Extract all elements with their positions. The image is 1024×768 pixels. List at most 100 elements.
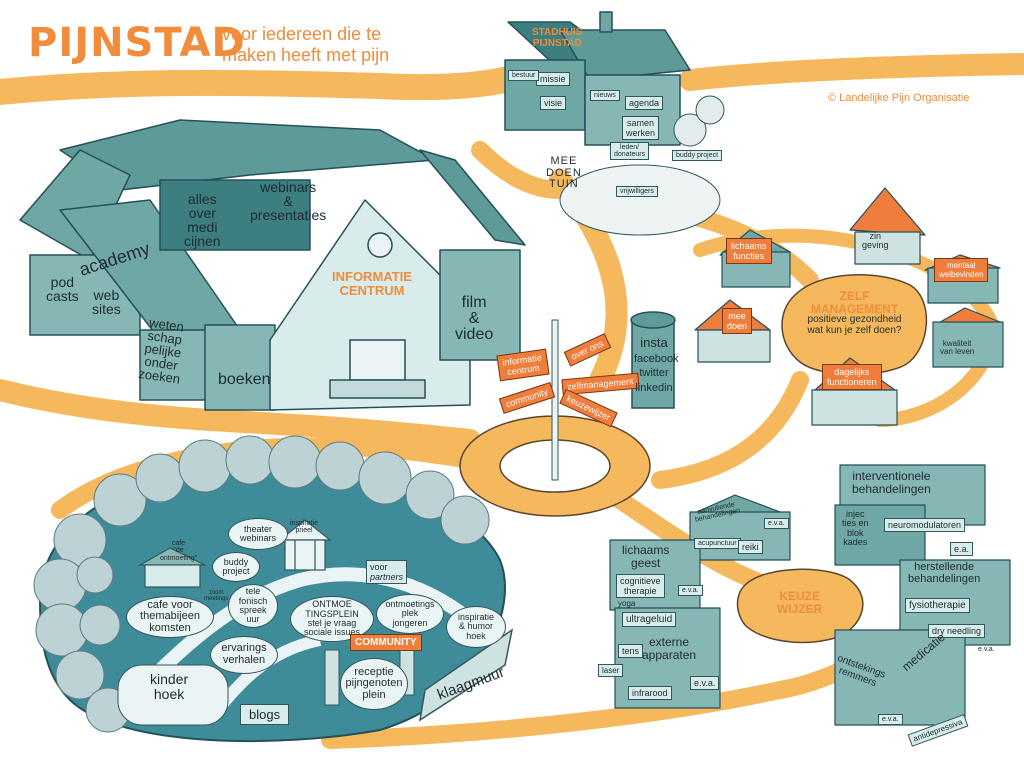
keuze-medicatie-eva[interactable]: e.v.a.: [878, 714, 903, 725]
stadhuis-agenda[interactable]: agenda: [625, 96, 664, 110]
zelf-kwaliteit-2: van leven: [940, 347, 975, 357]
info-courtyard: [159, 179, 311, 251]
park-receptie-2: pijngenoten: [345, 677, 403, 690]
stadhuis-title[interactable]: STADHUIS PIJNSTAD: [532, 27, 582, 49]
info-websites[interactable]: web sites: [92, 288, 121, 316]
keuze-yoga[interactable]: yoga: [618, 599, 636, 608]
park-kinderhoek[interactable]: kinder hoek: [150, 672, 188, 701]
zelf-hub: [781, 274, 928, 376]
keuze-injecties[interactable]: injec ties en blok kades: [842, 509, 869, 548]
keuze-interventionele-ea[interactable]: e.a.: [950, 542, 974, 556]
park-cafethema-1: cafe voor: [147, 598, 193, 611]
stadhuis-bestuur[interactable]: bestuur: [508, 70, 540, 81]
park-cafethema-2: themabijeen: [140, 610, 200, 623]
stadhuis-nieuws[interactable]: nieuws: [590, 90, 620, 101]
map-title: PIJNSTAD: [28, 20, 246, 66]
tuin-vrijwilligers[interactable]: vrijwilligers: [616, 186, 658, 197]
keuze-tens[interactable]: tens: [618, 644, 644, 658]
zelf-dagelijks-functioneren[interactable]: dagelijks functioneren: [822, 364, 882, 390]
info-websites-1: web: [93, 287, 120, 303]
keuze-herstellende[interactable]: herstellende behandelingen: [908, 561, 980, 585]
info-film-video[interactable]: film & video: [455, 295, 493, 343]
social-insta[interactable]: insta: [640, 335, 668, 350]
tuin-area: [559, 95, 725, 236]
zelf-meedoen-1: mee: [728, 311, 746, 321]
park-voor-partners[interactable]: voor partners: [366, 560, 408, 584]
info-podcasts[interactable]: pod casts: [46, 275, 79, 303]
info-boeken[interactable]: boeken: [218, 371, 271, 388]
zelf-lichaamsfuncties[interactable]: lichaams functies: [726, 238, 772, 264]
zelf-management-hub-label[interactable]: ZELF MANAGEMENT positieve gezondheid wat…: [792, 290, 917, 336]
info-alles-medicijnen[interactable]: alles over medi cijnen: [184, 192, 221, 248]
keuze-herstellende-eva[interactable]: e.v.a.: [978, 646, 995, 653]
info-centrum-title[interactable]: INFORMATIE CENTRUM: [332, 270, 412, 297]
park-zoom-meetings[interactable]: zoom meetings: [204, 590, 228, 603]
park-humor-3: hoek: [466, 630, 486, 641]
keuze-laser[interactable]: laser: [598, 664, 624, 677]
park-tele-1: tele: [245, 586, 261, 597]
zelf-zingeving[interactable]: zin geving: [862, 231, 889, 251]
keuze-dry-needling[interactable]: dry needling: [928, 624, 986, 638]
stadhuis-samenwerken[interactable]: samen werken: [622, 116, 660, 140]
prieel: [278, 519, 332, 571]
info-film-1: film: [461, 294, 487, 311]
keuze-injecties-3: blok: [847, 527, 864, 538]
tuin-leden-2: donateurs: [614, 151, 646, 158]
zelf-kwaliteit-van-leven[interactable]: kwaliteit van leven: [940, 339, 975, 357]
park-community-sign[interactable]: COMMUNITY: [350, 634, 422, 651]
park-receptie-1: receptie: [354, 665, 394, 678]
social-linkedin[interactable]: linkedin: [635, 382, 673, 395]
park-blogs[interactable]: blogs: [240, 704, 290, 725]
park-inspiratie-2: prieel: [295, 527, 313, 535]
stadhuis-title-2: PIJNSTAD: [532, 37, 582, 49]
tuin-leden[interactable]: leden/ donateurs: [610, 142, 650, 160]
keuze-injecties-1: injec: [846, 509, 865, 519]
keuze-interventionele[interactable]: interventionele behandelingen: [852, 470, 931, 495]
park-cafe-themabijeenkomsten[interactable]: cafe voor themabijeen komsten: [126, 596, 214, 638]
keuze-lichaamsgeest-eva[interactable]: e.v.a.: [678, 585, 703, 596]
keuze-reiki[interactable]: reiki: [738, 540, 763, 554]
info-wetenschap[interactable]: weten schap pelijke onder zoeken: [138, 315, 189, 387]
keuze-externe-apparaten[interactable]: externe apparaten: [642, 636, 696, 661]
park-inspiratie-humor-hoek[interactable]: inspiratie & humor hoek: [446, 606, 506, 648]
map-subtitle-line1: voor iedereen die te: [222, 24, 382, 44]
map-subtitle: voor iedereen die te maken heeft met pij…: [222, 24, 389, 65]
tuin-buddy[interactable]: buddy project: [672, 150, 723, 161]
info-webinars-3: presentaties: [250, 207, 327, 223]
park-receptie-pijngenotenplein[interactable]: receptie pijngenoten plein: [340, 658, 408, 710]
zelf-mentaal-2: welbevinden: [939, 270, 984, 279]
social-twitter[interactable]: twitter: [639, 367, 669, 380]
info-title-1: INFORMATIE: [332, 269, 412, 284]
stadhuis-visie[interactable]: visie: [540, 96, 567, 110]
park-telefonisch-spreekuur[interactable]: tele fonisch spreek uur: [228, 584, 278, 628]
keuze-fysiotherapie[interactable]: fysiotherapie: [905, 598, 970, 613]
keuze-externe-eva[interactable]: e.v.a.: [690, 676, 720, 690]
keuze-ultrageluid[interactable]: ultrageluid: [622, 612, 677, 627]
park-inspiratie-prieel[interactable]: inspiratie prieel: [290, 520, 318, 535]
keuze-infrarood[interactable]: infrarood: [628, 686, 672, 700]
park-ervarings-2: verhalen: [222, 654, 266, 666]
park-voor-1: voor: [370, 562, 388, 572]
social-facebook[interactable]: facebook: [634, 352, 679, 365]
keuze-cognitieve[interactable]: cognitieve therapie: [616, 574, 665, 598]
keuze-neuromodulatoren[interactable]: neuromodulatoren: [884, 518, 966, 532]
park-ontmoetingsplek-jongeren[interactable]: ontmoetings plek jongeren: [376, 594, 444, 634]
keuze-wijzer-hub-label[interactable]: KEUZE WIJZER: [777, 590, 822, 615]
info-webinars[interactable]: webinars & presentaties: [250, 180, 326, 222]
park-cafe-2: "de: [173, 547, 184, 555]
keuze-aanvullende-eva[interactable]: e.v.a.: [764, 518, 789, 529]
keuze-lichaamsgeest[interactable]: lichaams geest: [622, 544, 669, 569]
keuze-acupunctuur[interactable]: acupunctuur: [694, 538, 741, 549]
park-cafe-ontmoeting[interactable]: cafe "de ontmoeting": [160, 540, 197, 562]
park-ontmoe-3: stel je vraag: [307, 618, 357, 628]
zelf-mee-doen[interactable]: mee doen: [722, 308, 753, 334]
stadhuis-missie[interactable]: missie: [536, 72, 570, 86]
park-kinder-2: hoek: [153, 685, 185, 702]
info-wall-right: [439, 249, 521, 361]
mee-doen-tuin-label[interactable]: MEE DOEN TUIN: [546, 155, 582, 191]
park-buddy-2: project: [222, 566, 250, 576]
zelf-mentaal-welbevinden[interactable]: mentaal welbevinden: [934, 258, 989, 282]
